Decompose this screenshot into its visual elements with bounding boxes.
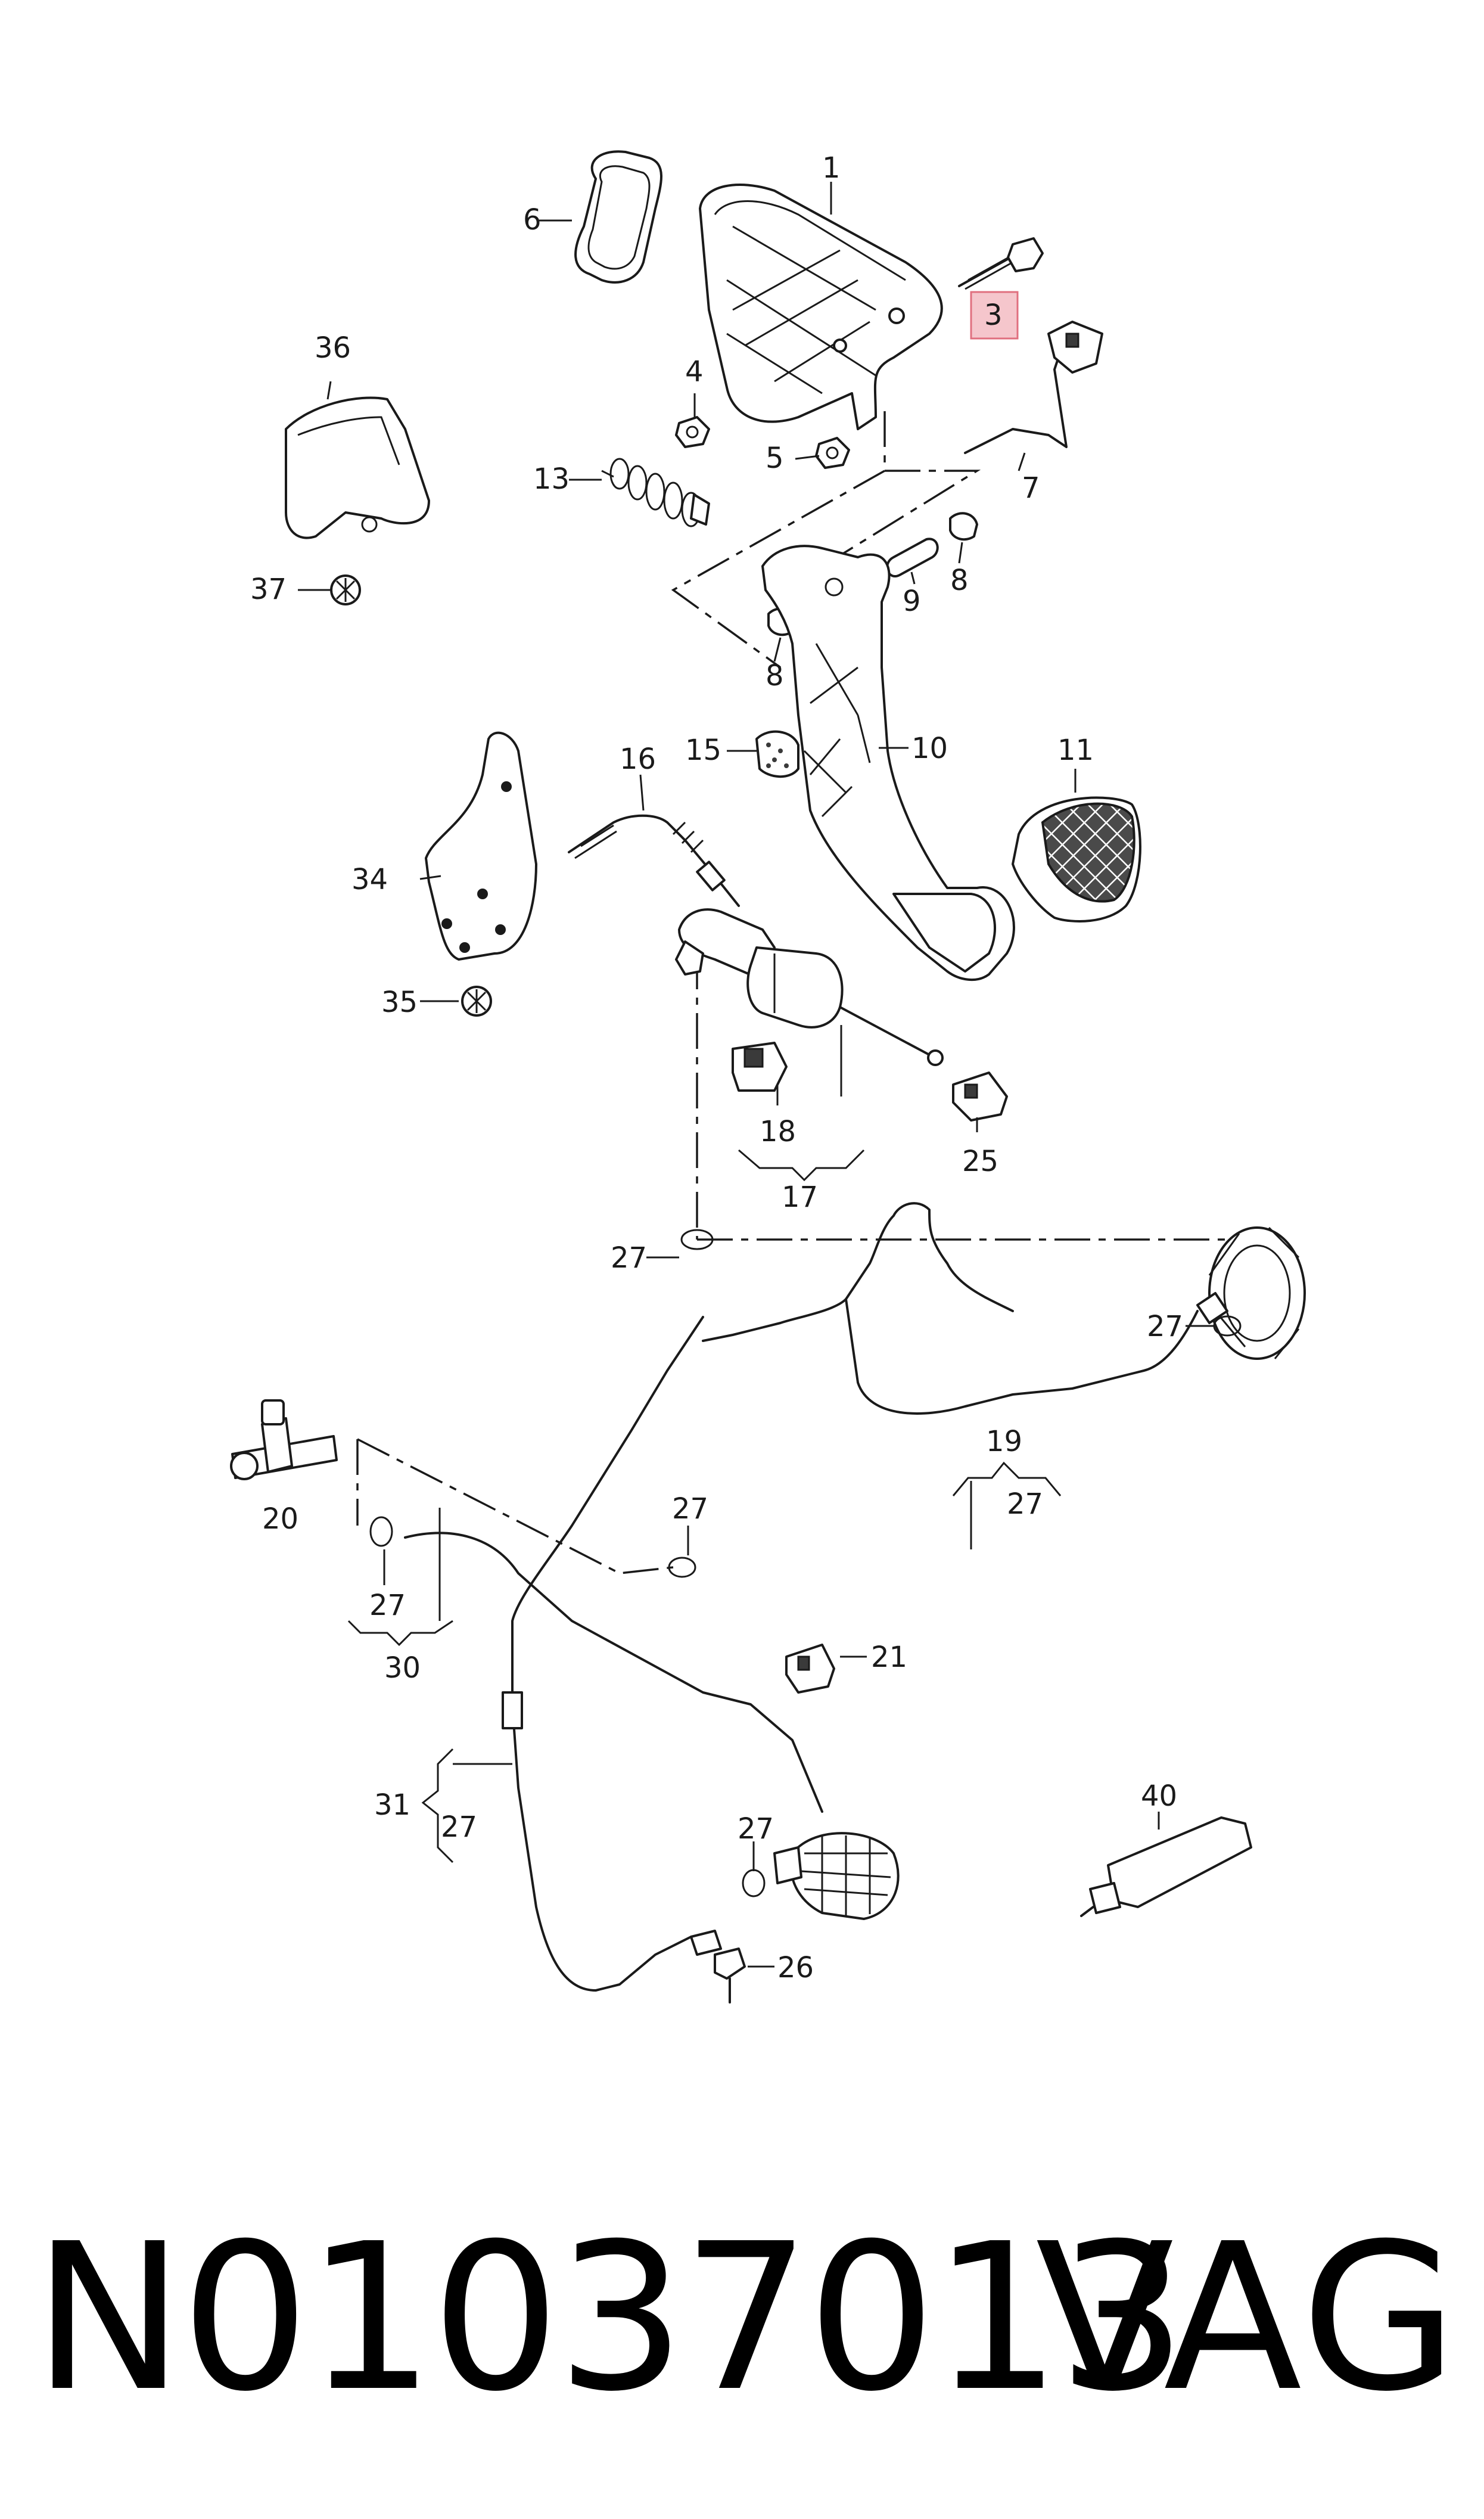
callout-27-c: 27 [672, 1492, 708, 1526]
callout-34: 34 [351, 863, 388, 896]
callout-8-upper: 8 [950, 564, 969, 597]
fastener-part-37 [330, 574, 361, 605]
damper-part-15 [755, 730, 799, 778]
callout-27-e: 27 [738, 1812, 774, 1846]
t-union-part-20 [230, 1399, 338, 1480]
callout-labels: 1 3 4 5 6 7 8 8 9 10 11 13 15 16 17 18 1… [250, 151, 1183, 1984]
callout-26: 26 [777, 1951, 814, 1984]
callout-17: 17 [782, 1181, 818, 1214]
callout-6: 6 [523, 203, 542, 237]
cover-part-36 [285, 396, 430, 539]
callout-36: 36 [315, 331, 351, 365]
pedal-bracket-part-1 [699, 184, 943, 430]
clip-part-26 [714, 1948, 746, 2004]
exploded-parts-diagram: 1 3 4 5 6 7 8 8 9 10 11 13 15 16 17 18 1… [230, 150, 1306, 2004]
sensor-part-18 [732, 1042, 788, 1092]
pedal-arm-part-10 [761, 545, 1015, 981]
callout-20: 20 [262, 1502, 298, 1536]
grease-tube-part-40 [1080, 1816, 1252, 1917]
callout-25: 25 [962, 1145, 998, 1178]
bolt-part-3 [958, 237, 1044, 290]
callout-31: 31 [374, 1788, 410, 1822]
callout-5: 5 [766, 442, 784, 475]
nut-part-4 [675, 416, 710, 448]
bracket-part-7 [964, 321, 1103, 454]
callout-4: 4 [685, 355, 704, 389]
nut-part-5 [815, 437, 850, 469]
callout-11: 11 [1057, 734, 1094, 767]
callout-40: 40 [1141, 1779, 1177, 1813]
callout-30: 30 [384, 1651, 421, 1685]
clip-part-25 [952, 1071, 1008, 1122]
spring-part-13 [601, 458, 710, 527]
callout-8-lower: 8 [766, 659, 784, 692]
fastener-part-35 [461, 986, 492, 1017]
gasket-part-6 [574, 150, 662, 284]
callout-31-27: 27 [441, 1810, 477, 1844]
callout-27-b: 27 [1147, 1310, 1183, 1343]
brand-label: VAG [1035, 2200, 1460, 2436]
hose-assembly-part-30-31 [404, 1316, 900, 1992]
callout-15: 15 [685, 734, 721, 767]
callout-37: 37 [250, 573, 287, 606]
part-number: N01037013 [33, 2200, 1187, 2436]
hose-part-16 [568, 814, 740, 907]
callout-27-d: 27 [369, 1589, 406, 1622]
callout-18: 18 [760, 1115, 796, 1148]
callout-16: 16 [620, 743, 656, 776]
callout-9: 9 [903, 585, 921, 618]
callout-19: 19 [986, 1425, 1022, 1458]
clip-part-8a [949, 512, 978, 541]
callout-21: 21 [871, 1641, 907, 1674]
pedal-pad-part-11 [1012, 796, 1141, 923]
callout-10: 10 [911, 732, 948, 765]
callout-leaders [298, 182, 1215, 1968]
bushing-part-9 [886, 538, 939, 577]
callout-3-highlight [970, 291, 1019, 340]
callout-13: 13 [533, 462, 570, 496]
callout-1: 1 [822, 151, 841, 185]
washers-part-27 [369, 1229, 1242, 1897]
callout-3[interactable]: 3 [984, 299, 1003, 332]
callout-19-27: 27 [1007, 1487, 1043, 1521]
master-cylinder-part-17 [675, 908, 944, 1066]
pressure-line-part-19 [702, 1202, 1306, 1415]
bracket-part-34 [425, 731, 537, 961]
clip-part-21 [785, 1644, 835, 1694]
callout-7: 7 [1022, 471, 1040, 505]
callout-35: 35 [381, 986, 418, 1019]
slave-cylinder [1196, 1226, 1306, 1360]
callout-27-a: 27 [611, 1241, 647, 1275]
